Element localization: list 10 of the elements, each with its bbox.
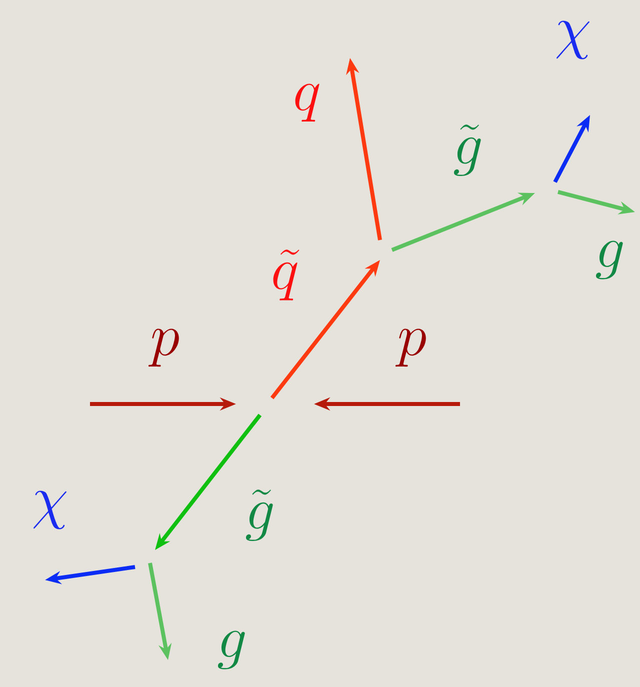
particle-symbol: $q$ [295,84,320,122]
particle-symbol: $\chi$ [556,20,590,60]
particle-symbol: $\tilde{g}$ [246,490,273,541]
particle-symbol: $p$ [395,328,426,367]
particle-symbol: $g$ [218,630,245,670]
particle-symbol: $p$ [148,328,179,367]
particle-symbol: $\chi$ [34,490,66,530]
particle-symbol: $\tilde{q}$ [273,250,300,300]
particle-symbol: $g$ [596,240,623,280]
particle-symbol: $\tilde{g}$ [454,124,481,176]
